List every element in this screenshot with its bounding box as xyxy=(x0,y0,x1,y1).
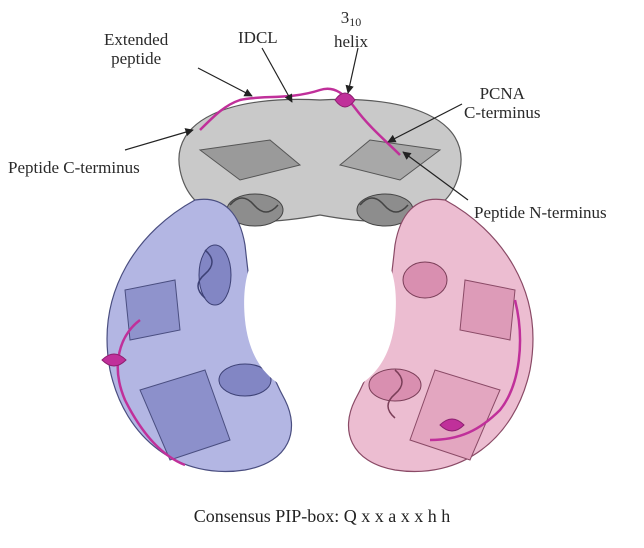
label-extended-peptide: Extended peptide xyxy=(104,30,168,68)
figure-caption: Consensus PIP-box: Q x x a x x h h xyxy=(0,506,644,527)
arrow-extended-peptide xyxy=(198,68,252,96)
ring-central-channel xyxy=(244,225,396,395)
arrow-helix xyxy=(348,48,358,93)
label-peptide-c-terminus: Peptide C-terminus xyxy=(8,158,140,177)
label-extended-peptide-line2: peptide xyxy=(104,49,168,68)
label-idcl: IDCL xyxy=(238,28,278,47)
label-peptide-n-terminus: Peptide N-terminus xyxy=(474,203,607,222)
label-helix-word: helix xyxy=(334,32,368,51)
label-pcna-c-terminus: PCNA C-terminus xyxy=(464,84,541,122)
label-helix-subscript: 10 xyxy=(349,15,361,29)
label-pcna-line1: PCNA xyxy=(464,84,541,103)
label-pcna-line2: C-terminus xyxy=(464,103,541,122)
label-helix-type: 310 xyxy=(334,8,368,32)
label-extended-peptide-line1: Extended xyxy=(104,30,168,49)
label-3-10-helix: 310 helix xyxy=(334,8,368,51)
label-helix-number: 3 xyxy=(341,8,350,27)
arrow-idcl xyxy=(262,48,292,102)
